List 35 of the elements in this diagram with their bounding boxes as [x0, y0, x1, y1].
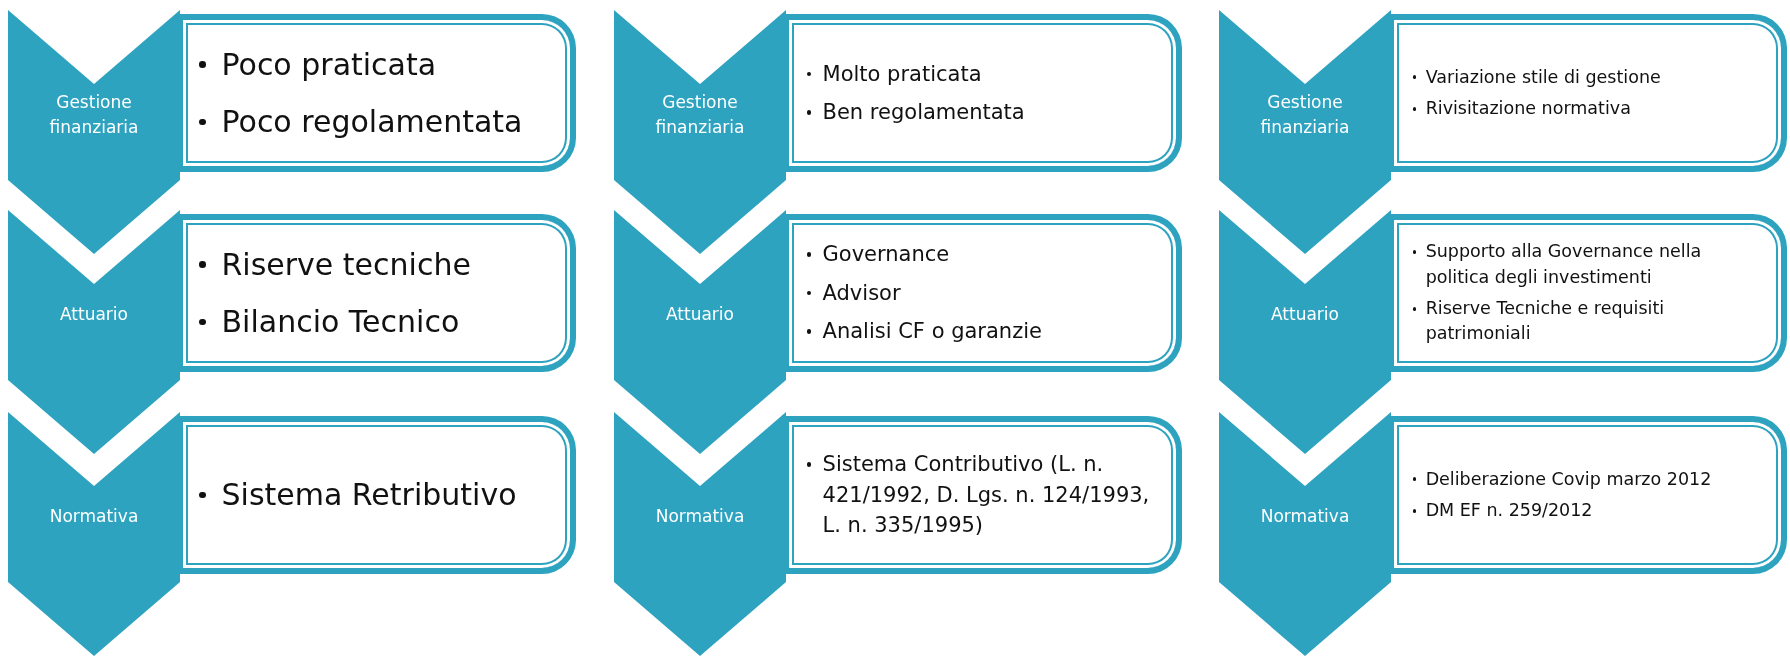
bullet-item: Ben regolamentata: [822, 100, 1025, 124]
text-panel: [784, 416, 1182, 574]
category-label: Normativa: [1259, 505, 1351, 528]
category-label: Gestione finanziaria: [1259, 91, 1351, 139]
text-panel: [784, 14, 1182, 172]
text-panel: [1389, 14, 1787, 172]
bullet-item: DM EF n. 259/2012: [1425, 500, 1593, 520]
bullet-item: Governance: [822, 242, 950, 267]
category-label: Normativa: [48, 505, 140, 528]
category-label: Attuario: [665, 303, 735, 326]
bullet-item: Poco praticata: [221, 46, 437, 82]
bullet-item: Riserve tecniche: [221, 246, 471, 282]
text-panel: [178, 416, 576, 574]
bullet-item: Deliberazione Covip marzo 2012: [1425, 468, 1712, 489]
category-label: Gestione finanziaria: [654, 91, 746, 139]
bullet-item: Analisi CF o garanzie: [822, 319, 1042, 344]
bullet-item: Molto praticata: [822, 61, 982, 86]
bullet-item: Advisor: [822, 280, 901, 305]
category-label: Attuario: [59, 303, 129, 326]
bullet-item: Poco regolamentata: [221, 104, 523, 139]
bullet-item: Riserve Tecniche e requisiti patrimoniali: [1425, 298, 1665, 344]
bullet-item: Sistema Contributivo (L. n. 421/1992, D. Lgs. n. 124/1993, L. n. 335/1995): [822, 452, 1150, 538]
text-panel: [1389, 416, 1787, 574]
text-panel: [178, 14, 576, 172]
text-panel: [784, 214, 1182, 372]
category-label: Attuario: [1270, 303, 1340, 326]
category-label: Normativa: [654, 505, 746, 528]
bullet-item: Sistema Retributivo: [221, 477, 517, 513]
bullet-item: Rivisitazione normativa: [1425, 98, 1631, 118]
bullet-item: Supporto alla Governance nella politica degli investimenti: [1425, 241, 1702, 287]
bullet-item: Bilancio Tecnico: [221, 304, 460, 339]
category-label: Gestione finanziaria: [48, 91, 140, 139]
text-panel: [178, 214, 576, 372]
bullet-item: Variazione stile di gestione: [1425, 66, 1661, 87]
text-panel: [1389, 214, 1787, 372]
